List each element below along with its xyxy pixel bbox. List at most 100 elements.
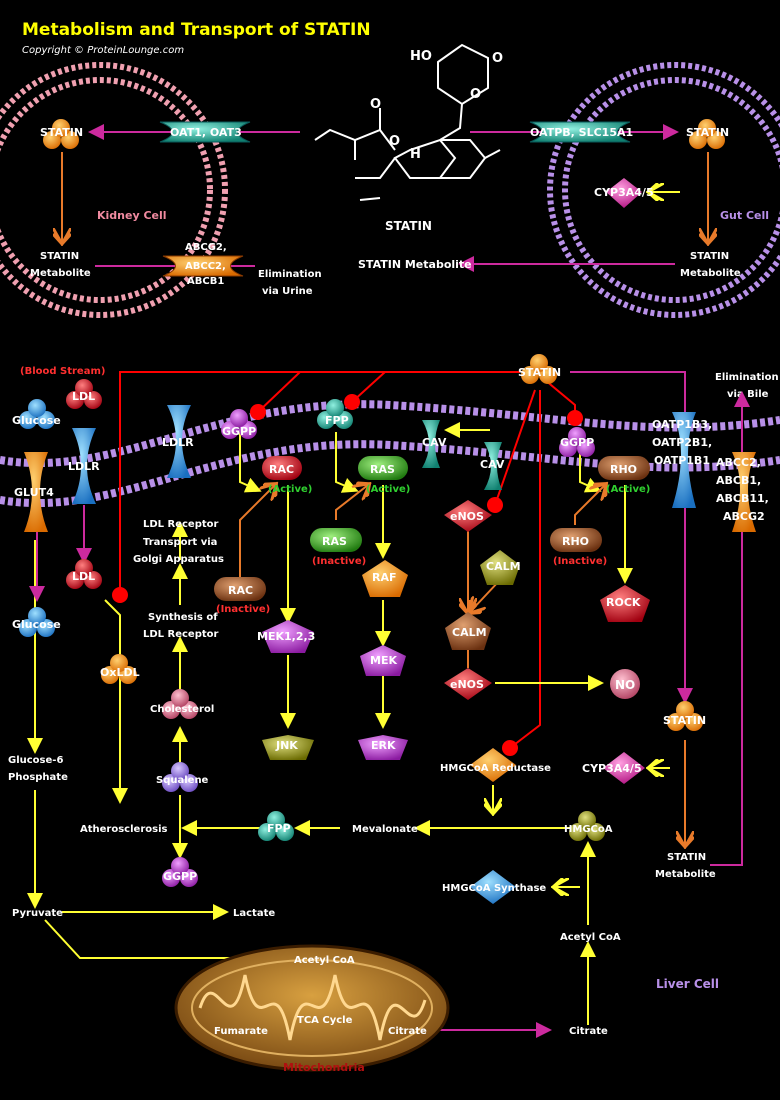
enos-node-2 bbox=[444, 668, 492, 700]
glut4-transporter bbox=[24, 452, 48, 532]
fumarate-label: Fumarate bbox=[214, 1026, 268, 1037]
rac-inactive-state: (Inactive) bbox=[216, 604, 270, 615]
abcc2-label: ABCC2, bbox=[185, 261, 226, 272]
statin-left-label: STATIN bbox=[40, 126, 83, 139]
oatp-transporter bbox=[672, 412, 696, 508]
ggpp2-label: GGPP bbox=[560, 436, 594, 449]
rho-inactive-node bbox=[550, 528, 602, 552]
glucose-label: Glucose bbox=[12, 414, 61, 427]
pyruvate-label: Pyruvate bbox=[12, 908, 63, 919]
no-label: NO bbox=[615, 678, 635, 692]
enos1-label: eNOS bbox=[450, 510, 484, 523]
oxldl-node bbox=[101, 654, 137, 684]
cyp-gut-node bbox=[606, 178, 642, 208]
atom-ho: HO bbox=[410, 49, 432, 64]
ras-inactive-state: (Inactive) bbox=[312, 556, 366, 567]
statin-liver-node bbox=[667, 701, 703, 731]
cholesterol-node bbox=[162, 689, 198, 719]
ggpp-node-2 bbox=[559, 427, 595, 457]
ldlr-transporter-2 bbox=[167, 405, 191, 478]
jnk-node bbox=[262, 735, 314, 760]
raf-label: RAF bbox=[372, 571, 397, 584]
abcg2-label: ABCG2, bbox=[185, 242, 227, 253]
rac-active-state: (Active) bbox=[268, 484, 312, 495]
mek123-label: MEK1,2,3 bbox=[257, 630, 315, 643]
hmgcoa-red-node bbox=[470, 748, 516, 782]
statin-liver-label: STATIN bbox=[663, 714, 706, 727]
oatpb-label: OATPB, SLC15A1 bbox=[530, 126, 633, 139]
cholesterol-label: Cholesterol bbox=[150, 704, 214, 715]
kidney-cell-label: Kidney Cell bbox=[97, 209, 167, 222]
mitochondria bbox=[174, 944, 450, 1072]
elim-bile-1: Elimination bbox=[715, 372, 779, 383]
abc-label-2: ABCB1, bbox=[716, 474, 761, 487]
blood-stream-label: (Blood Stream) bbox=[20, 366, 105, 377]
fpp2-label: FPP bbox=[267, 822, 291, 835]
copyright: Copyright © ProteinLounge.com bbox=[22, 45, 185, 56]
rho-active-node bbox=[598, 456, 650, 480]
liver-cell-label: Liver Cell bbox=[656, 977, 719, 991]
oatp-label-1: OATP1B3, bbox=[652, 418, 712, 431]
ldlr-transport-2: Transport via bbox=[143, 537, 217, 548]
hmgcoa-label: HMGCoA bbox=[564, 824, 613, 835]
ras-active-node bbox=[358, 456, 408, 480]
gut-metab-1: STATIN bbox=[690, 251, 729, 262]
statin-inhibition-lines bbox=[112, 371, 583, 756]
oxldl-label: OxLDL bbox=[100, 666, 140, 679]
ggpp3-label: GGPP bbox=[163, 870, 197, 883]
statin-molecule bbox=[314, 43, 501, 201]
glucose-in-label: Glucose bbox=[12, 618, 61, 631]
kidney-cell-membrane bbox=[0, 62, 228, 318]
fpp1-label: FPP bbox=[325, 414, 349, 427]
calm2-label: CALM bbox=[452, 626, 487, 639]
calm1-label: CALM bbox=[486, 560, 521, 573]
abc-label-4: ABCG2 bbox=[723, 510, 765, 523]
abc-label-1: ABCC2, bbox=[716, 456, 761, 469]
rac-inactive-label: RAC bbox=[228, 584, 253, 597]
oat-transporter bbox=[159, 121, 251, 143]
cyp-gut-label: CYP3A4/5 bbox=[594, 186, 654, 199]
rho-active-label: RHO bbox=[610, 463, 637, 476]
gut-cell-label: Gut Cell bbox=[720, 209, 769, 222]
abcb1-label: ABCB1 bbox=[187, 276, 224, 287]
liver-membrane bbox=[0, 400, 780, 508]
synth-2: LDL Receptor bbox=[143, 629, 219, 640]
kidney-metab-1: STATIN bbox=[40, 251, 79, 262]
atom-o1: O bbox=[492, 51, 503, 66]
oat-label: OAT1, OAT3 bbox=[170, 126, 242, 139]
statin-node-kidney bbox=[43, 119, 79, 149]
enos-node-1 bbox=[444, 500, 492, 532]
abc-liver-transporter bbox=[732, 452, 756, 532]
mito-label: Mitochondria bbox=[283, 1061, 365, 1074]
enos2-label: eNOS bbox=[450, 678, 484, 691]
rock-node bbox=[600, 585, 650, 622]
no-node bbox=[610, 669, 640, 699]
rho-inactive-state: (Inactive) bbox=[553, 556, 607, 567]
g6p-2: Phosphate bbox=[8, 772, 68, 783]
elim-bile-2: via Bile bbox=[727, 389, 769, 400]
arrow-to-bile bbox=[710, 391, 750, 866]
ggpp1-label: GGPP bbox=[222, 425, 256, 438]
ldl-in-label: LDL bbox=[72, 570, 95, 583]
ldlr-transporter-1 bbox=[72, 428, 96, 504]
squalene-node bbox=[162, 762, 198, 792]
statin-top-label: STATIN bbox=[518, 366, 561, 379]
abcg2-transporter bbox=[162, 255, 244, 277]
erk-label: ERK bbox=[371, 739, 396, 752]
rho-active-state: (Active) bbox=[606, 484, 650, 495]
molecule-label: STATIN bbox=[385, 219, 432, 233]
rac-active-node bbox=[262, 456, 302, 480]
rho-inactive-label: RHO bbox=[562, 535, 589, 548]
statin-metab-1: STATIN bbox=[667, 852, 706, 863]
g6p-1: Glucose-6 bbox=[8, 755, 63, 766]
activation-arrows bbox=[239, 485, 605, 668]
oatp-label-3: OATP1B1 bbox=[654, 454, 710, 467]
squalene-label: Squalene bbox=[156, 775, 209, 786]
cyp-liver-label: CYP3A4/5 bbox=[582, 762, 642, 775]
ldlr1-label: LDLR bbox=[68, 460, 100, 473]
statin-top-node bbox=[521, 354, 557, 384]
statin-right-label: STATIN bbox=[686, 126, 729, 139]
hmgcoa-synth-node bbox=[470, 870, 516, 904]
